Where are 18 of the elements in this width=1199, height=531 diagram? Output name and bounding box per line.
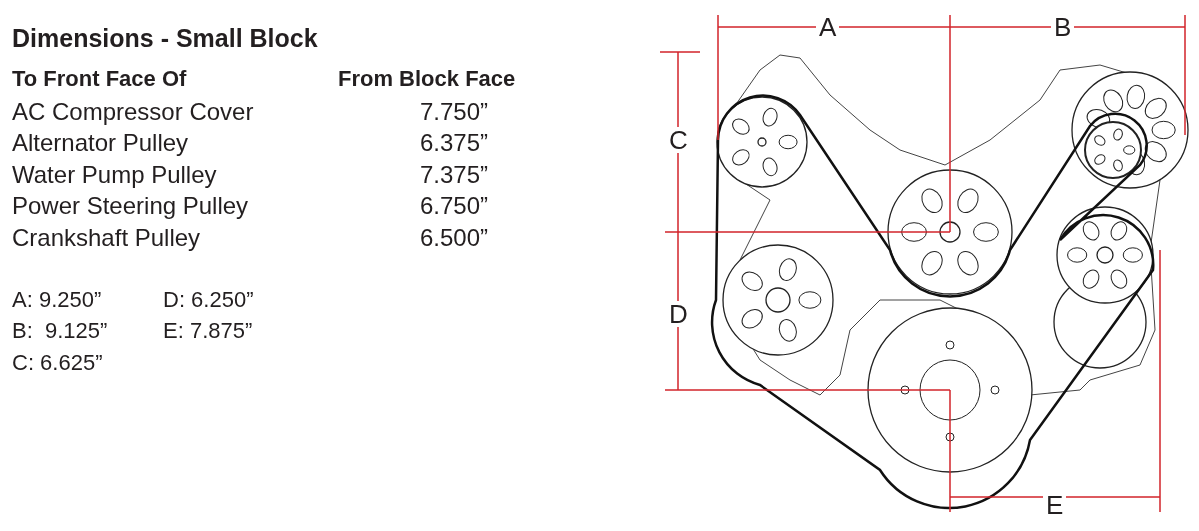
measurement-value: 7.375”: [420, 163, 489, 187]
dimension-value: D: 6.250”: [163, 289, 254, 311]
column-header: From Block Face: [338, 68, 516, 90]
part-name: Water Pump Pulley: [12, 163, 217, 187]
part-name: Crankshaft Pulley: [12, 226, 201, 250]
part-name: Power Steering Pulley: [12, 194, 249, 218]
dimension-value: A: 9.250”: [12, 289, 102, 311]
measurement-value: 6.750”: [420, 194, 489, 218]
dimension-value: E: 7.875”: [163, 320, 253, 342]
measurement-value: 6.500”: [420, 226, 489, 250]
measurement-value: 6.375”: [420, 131, 489, 155]
title: Dimensions - Small Block: [12, 26, 318, 51]
column-header: To Front Face Of: [12, 68, 187, 90]
measurement-value: 7.750”: [420, 100, 489, 124]
dimension-value: B: 9.125”: [12, 320, 108, 342]
part-name: Alternator Pulley: [12, 131, 189, 155]
part-name: AC Compressor Cover: [12, 100, 254, 124]
dimension-value: C: 6.625”: [12, 352, 103, 374]
